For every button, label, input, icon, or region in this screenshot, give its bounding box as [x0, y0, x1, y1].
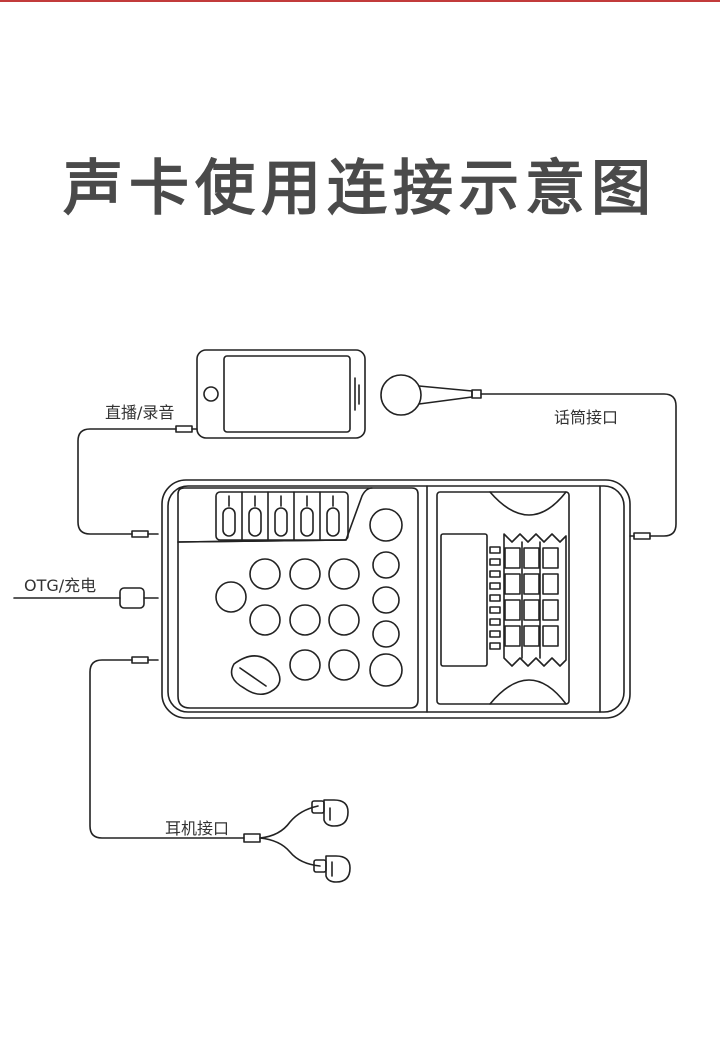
earphone-cable: [89, 656, 321, 867]
pad-buttons: [215, 508, 403, 687]
sound-card: [161, 479, 631, 719]
otg-cable: [13, 587, 159, 609]
top-jog-arc: [489, 491, 567, 516]
mic-port-label: 话筒接口: [554, 408, 619, 427]
mic-cable: [480, 393, 677, 540]
phone-cable: [77, 425, 198, 538]
live-record-label: 直播/录音: [105, 403, 175, 422]
earphone-port-label: 耳机接口: [165, 819, 230, 838]
right-panel: [436, 491, 570, 705]
page-title: 声卡使用连接示意图: [63, 154, 657, 224]
microphone: [380, 374, 482, 416]
s-shaped-knob: [230, 655, 281, 696]
earbuds: [311, 799, 351, 883]
slider-bank: [177, 487, 373, 543]
bottom-jog-arc: [489, 679, 567, 705]
top-accent-rule: [0, 0, 720, 2]
otg-charge-label: OTG/充电: [24, 576, 97, 595]
smartphone: [196, 349, 366, 439]
left-panel-outline: [177, 487, 419, 709]
